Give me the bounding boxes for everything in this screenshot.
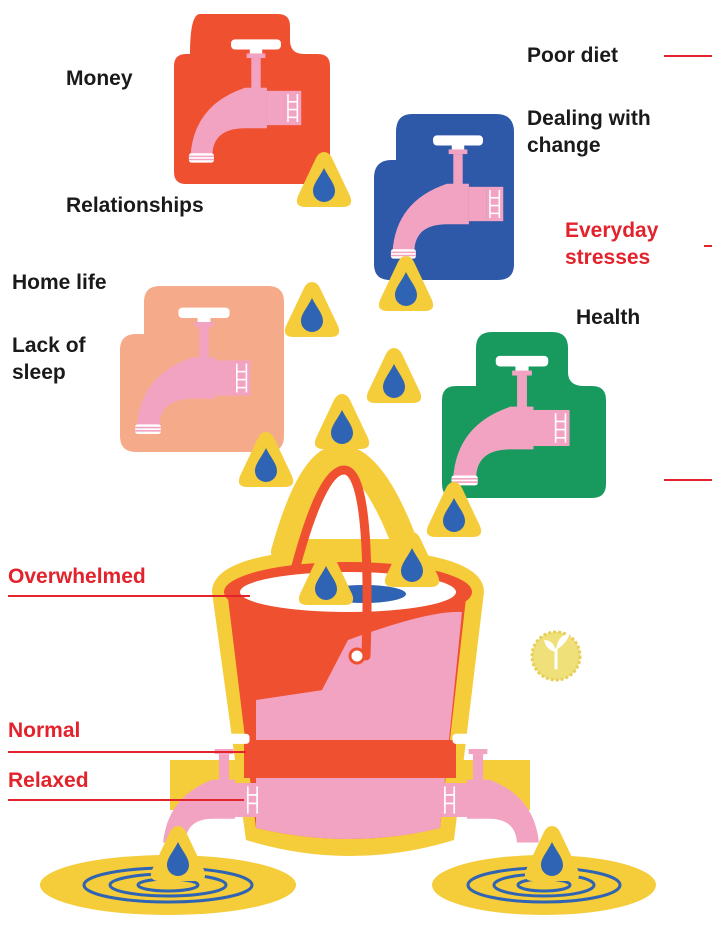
label-dealing-with-change-2: change <box>527 133 601 159</box>
label-relaxed: Relaxed <box>8 768 89 794</box>
water-drop-icon <box>285 282 339 337</box>
label-home-life: Home life <box>12 270 107 296</box>
label-lack-of-sleep-2: sleep <box>12 360 66 386</box>
tap-health <box>442 332 606 498</box>
label-poor-diet: Poor diet <box>527 43 618 69</box>
label-lack-of-sleep-1: Lack of <box>12 333 86 359</box>
water-drop-icon <box>151 826 205 881</box>
tap-change <box>374 114 514 280</box>
tap-money <box>174 14 330 184</box>
label-health: Health <box>576 305 640 331</box>
label-overwhelmed: Overwhelmed <box>8 564 146 590</box>
label-dealing-with-change-1: Dealing with <box>527 106 651 132</box>
label-relationships: Relationships <box>66 193 204 219</box>
label-everyday-stresses-2: stresses <box>565 245 650 271</box>
sprout-badge-icon <box>532 632 580 680</box>
water-drop-icon <box>315 394 369 449</box>
water-drop-icon <box>367 348 421 403</box>
label-normal: Normal <box>8 718 80 744</box>
tap-home <box>120 286 284 452</box>
label-everyday-stresses-1: Everyday <box>565 218 658 244</box>
label-money: Money <box>66 66 133 92</box>
